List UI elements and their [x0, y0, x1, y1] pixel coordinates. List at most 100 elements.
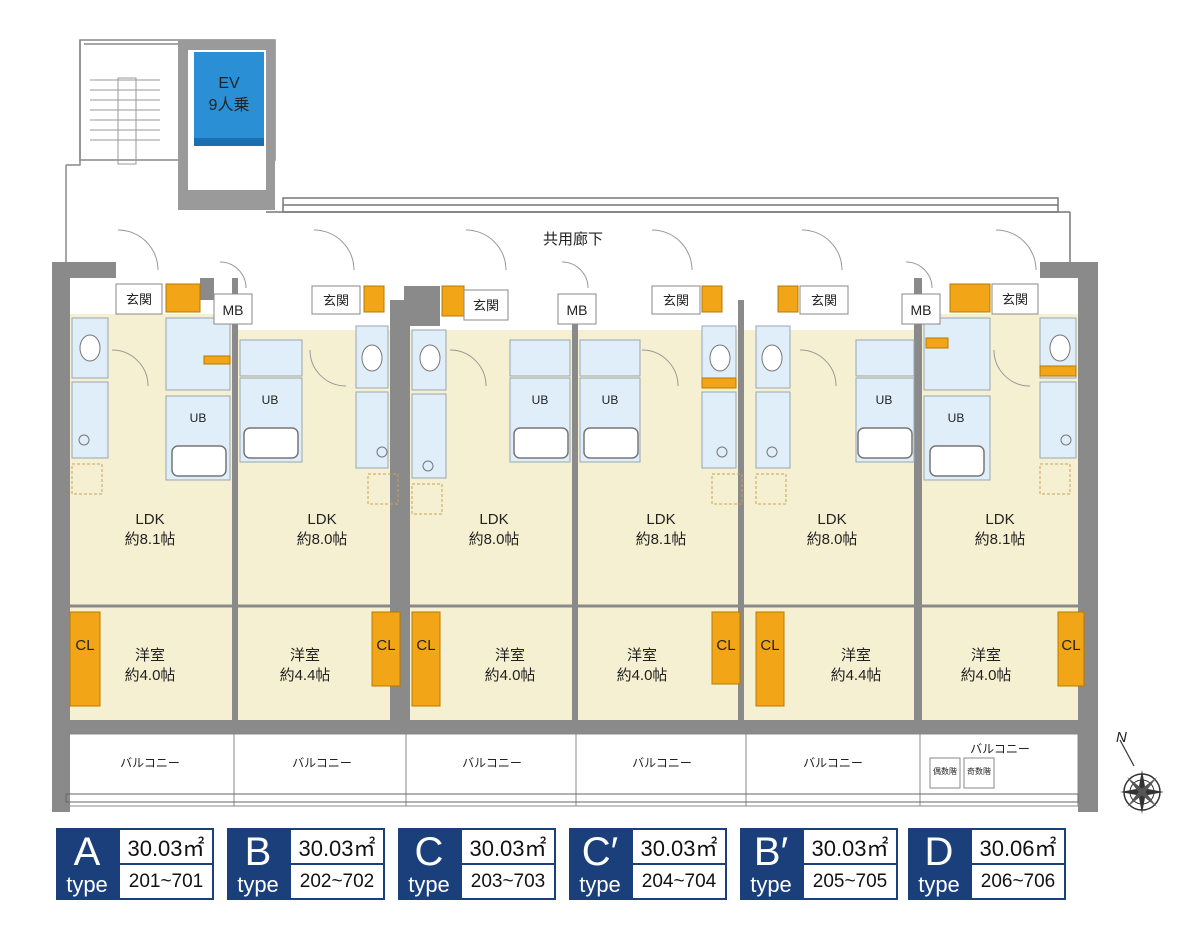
ldk-size: 約8.0帖: [469, 531, 520, 548]
ldk-label: LDK: [307, 511, 336, 528]
legend-rooms: 203~703: [470, 870, 546, 892]
hatch-odd-label: 奇数階: [967, 766, 991, 776]
mb-label: MB: [911, 302, 932, 318]
legend-type-c: C type 30.03㎡ 203~703: [398, 828, 556, 900]
hatch-even-label: 偶数階: [933, 766, 957, 776]
legend-info: 30.03㎡ 203~703: [460, 828, 556, 900]
legend-letter-box: C′ type: [569, 828, 631, 900]
legend-letter: B: [244, 830, 272, 874]
entrance-label: 玄関: [126, 292, 152, 307]
balcony-label: バルコニー: [632, 756, 692, 770]
room-label: 洋室: [841, 647, 871, 664]
legend-letter-box: C type: [398, 828, 460, 900]
room-size: 約4.0帖: [961, 667, 1012, 684]
closet-label: CL: [416, 637, 435, 654]
corridor-label: 共用廊下: [543, 231, 603, 248]
elevator-car: [194, 52, 264, 138]
room-size: 約4.4帖: [831, 667, 882, 684]
bathtubs: [171, 427, 985, 477]
ldk-label: LDK: [646, 511, 675, 528]
room-label: 洋室: [495, 647, 525, 664]
legend-rooms: 206~706: [980, 870, 1056, 892]
closet-label: CL: [75, 637, 94, 654]
legend-info: 30.03㎡ 204~704: [631, 828, 727, 900]
ub-label: UB: [190, 411, 207, 425]
compass-icon: [1119, 739, 1164, 814]
legend-letter-box: B′ type: [740, 828, 802, 900]
ub-label: UB: [602, 393, 619, 407]
legend-type-b-prime: B′ type 30.03㎡ 205~705: [740, 828, 898, 900]
compass-north-label: N: [1116, 729, 1127, 746]
entrance-label: 玄関: [1002, 292, 1028, 307]
room-label: 洋室: [290, 647, 320, 664]
legend-letter: C′: [581, 830, 619, 874]
closet-label: CL: [760, 637, 779, 654]
room-size: 約4.4帖: [280, 667, 331, 684]
legend-area: 30.03㎡: [804, 830, 896, 865]
elevator-door: [194, 138, 264, 146]
legend-rooms: 201~701: [128, 870, 204, 892]
legend-area: 30.03㎡: [633, 830, 725, 865]
legend-letter-box: D type: [908, 828, 970, 900]
ldk-size: 約8.0帖: [807, 531, 858, 548]
corridor-railing: [266, 197, 1071, 262]
legend-info: 30.03㎡ 202~702: [289, 828, 385, 900]
legend-letter: C: [414, 830, 444, 874]
closets: [69, 283, 1085, 707]
balcony-label: バルコニー: [462, 756, 522, 770]
ldk-label: LDK: [817, 511, 846, 528]
legend-letter: A: [73, 830, 101, 874]
balcony-labels: バルコニー バルコニー バルコニー バルコニー バルコニー バルコニー: [120, 742, 1030, 770]
entrance-boxes: [115, 283, 1039, 321]
legend-type-c-prime: C′ type 30.03㎡ 204~704: [569, 828, 727, 900]
ub-label: UB: [262, 393, 279, 407]
mb-label: MB: [567, 302, 588, 318]
meter-boxes: [213, 293, 941, 325]
kitchen-fixtures: [78, 434, 1072, 472]
toilets: [79, 334, 1071, 372]
balcony-label: バルコニー: [970, 742, 1030, 756]
ub-label: UB: [876, 393, 893, 407]
legend-area: 30.03㎡: [120, 830, 212, 865]
door-swings: [111, 229, 1037, 387]
legend-rooms: 205~705: [812, 870, 888, 892]
legend-letter-box: B type: [227, 828, 289, 900]
meter-box-labels: MB MB MB: [223, 302, 932, 318]
legend-type-word: type: [66, 872, 108, 897]
legend-info: 30.03㎡ 205~705: [802, 828, 898, 900]
room-size: 約4.0帖: [617, 667, 668, 684]
legend-type-word: type: [408, 872, 450, 897]
legend-type-word: type: [579, 872, 621, 897]
legend-area: 30.06㎡: [972, 830, 1064, 865]
legend-rooms: 202~702: [299, 870, 375, 892]
legend-type-a: A type 30.03㎡ 201~701: [56, 828, 214, 900]
legend-type-d: D type 30.06㎡ 206~706: [908, 828, 1066, 900]
entrance-labels: 玄関 玄関 玄関 玄関 玄関 玄関: [126, 292, 1028, 313]
closet-labels: CL CL CL CL CL CL: [75, 637, 1080, 654]
balcony-label: バルコニー: [120, 756, 180, 770]
closet-label: CL: [716, 637, 735, 654]
ldk-size: 約8.1帖: [636, 531, 687, 548]
room-label: 洋室: [135, 647, 165, 664]
closet-label: CL: [376, 637, 395, 654]
balcony-label: バルコニー: [803, 756, 863, 770]
balcony-label: バルコニー: [292, 756, 352, 770]
balconies: [65, 733, 1079, 807]
fridge-spaces: [71, 463, 1071, 515]
entrance-label: 玄関: [473, 298, 499, 313]
legend-type-b: B type 30.03㎡ 202~702: [227, 828, 385, 900]
ub-label: UB: [532, 393, 549, 407]
legend-type-word: type: [918, 872, 960, 897]
legend-type-word: type: [750, 872, 792, 897]
ldk-size: 約8.1帖: [975, 531, 1026, 548]
legend-type-word: type: [237, 872, 279, 897]
ldk-label: LDK: [479, 511, 508, 528]
legend-info: 30.03㎡ 201~701: [118, 828, 214, 900]
legend-letter-box: A type: [56, 828, 118, 900]
entrance-label: 玄関: [323, 293, 349, 308]
mb-label: MB: [223, 302, 244, 318]
legend-area: 30.03㎡: [462, 830, 554, 865]
entrance-label: 玄関: [663, 293, 689, 308]
hatch-labels: 偶数階 奇数階: [933, 766, 991, 776]
ev-capacity: 9人乗: [209, 96, 250, 114]
